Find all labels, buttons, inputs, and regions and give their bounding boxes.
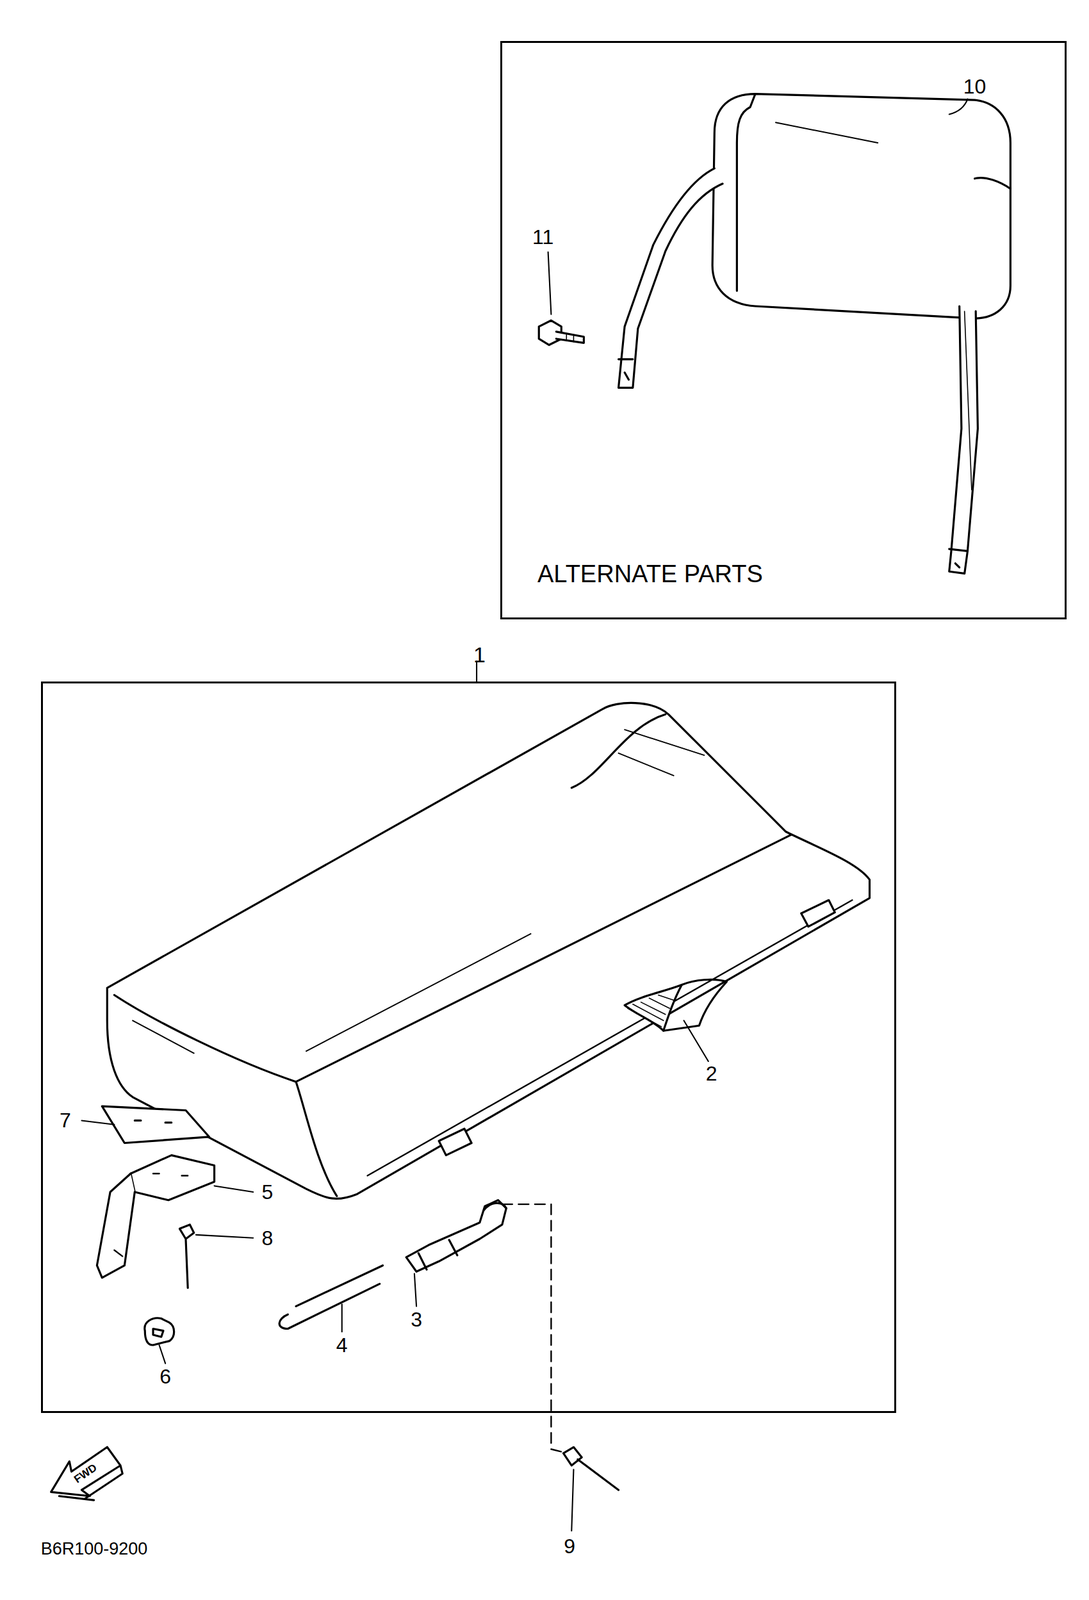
callout-number: 11 [532, 226, 554, 248]
fwd-arrow [51, 1447, 123, 1501]
figure-code: B6R100-9200 [40, 1540, 148, 1558]
dashed-leader [502, 1204, 568, 1454]
parts-frame: 1 [40, 681, 897, 1414]
plate-drawing [101, 1106, 209, 1143]
callout-number: 6 [159, 1366, 172, 1387]
backrest-drawing [618, 94, 1011, 574]
callout-number: 8 [262, 1228, 274, 1249]
callout-number: 10 [963, 76, 987, 97]
rod-drawing [279, 1265, 383, 1330]
seat-drawing [106, 702, 870, 1199]
latch-drawing [406, 1200, 507, 1273]
bolt-drawing [538, 320, 584, 345]
bracket-drawing [96, 1155, 214, 1278]
callout-number: 5 [262, 1181, 274, 1203]
callout-number: 9 [563, 1536, 576, 1557]
callout-number: 4 [336, 1334, 348, 1356]
callout-number: 1 [473, 643, 486, 666]
screw-drawing [563, 1447, 619, 1491]
leader-lines [81, 99, 968, 1532]
callout-number: 3 [410, 1309, 423, 1330]
grommet-drawing [144, 1318, 175, 1346]
frame-heading: ALTERNATE PARTS [537, 561, 763, 587]
parts-frame: ALTERNATE PARTS [500, 40, 1067, 620]
callout-number: 7 [59, 1110, 72, 1131]
pin-drawing [179, 1224, 194, 1289]
callout-number: 2 [705, 1063, 718, 1084]
